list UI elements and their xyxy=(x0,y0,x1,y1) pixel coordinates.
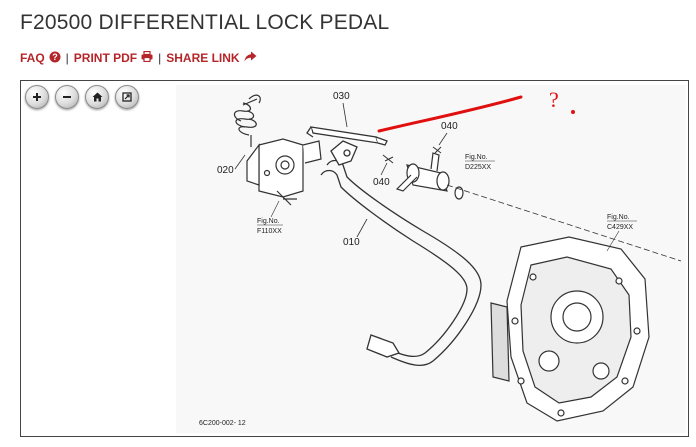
part-label-040-lower: 040 xyxy=(373,177,390,188)
zoom-controls xyxy=(25,85,139,109)
part-label-040-upper: 040 xyxy=(441,121,458,132)
printer-icon xyxy=(141,50,153,65)
zoom-in-button[interactable] xyxy=(25,85,49,109)
faq-link[interactable]: FAQ ? xyxy=(20,51,61,66)
bracket-plate xyxy=(246,138,322,206)
exploded-parts-diagram: 020 Fig.No. F110XX 030 040 040 xyxy=(199,87,682,427)
minus-icon xyxy=(63,96,71,98)
figref-f110-code: F110XX xyxy=(257,228,282,235)
figref-d225-code: D225XX xyxy=(465,164,491,171)
plus-icon xyxy=(33,93,41,101)
fullscreen-icon xyxy=(122,92,132,102)
annotation-question-mark: ? xyxy=(549,87,559,112)
transmission-case xyxy=(490,236,650,422)
part-label-030: 030 xyxy=(333,91,350,102)
zoom-out-button[interactable] xyxy=(55,85,79,109)
print-pdf-label: PRINT PDF xyxy=(73,51,138,65)
yoke-shaft-assembly xyxy=(395,152,682,262)
drawing-code: 6C200-002- 12 xyxy=(199,420,246,427)
share-link-label: SHARE LINK xyxy=(166,51,240,65)
rod-part-030 xyxy=(306,126,388,146)
part-label-010: 010 xyxy=(343,237,360,248)
spring-part-020 xyxy=(233,94,261,147)
print-pdf-link[interactable]: PRINT PDF xyxy=(73,50,153,65)
diagram-viewer[interactable]: 020 Fig.No. F110XX 030 040 040 xyxy=(20,80,689,437)
red-annotation: ? xyxy=(377,87,575,133)
fullscreen-button[interactable] xyxy=(115,85,139,109)
figref-d225-label: Fig.No. xyxy=(465,154,488,161)
home-icon xyxy=(92,92,102,102)
action-link-bar: FAQ ? | PRINT PDF | SHARE LINK xyxy=(20,50,257,66)
part-label-020: 020 xyxy=(217,165,234,176)
svg-text:?: ? xyxy=(52,52,58,62)
faq-label: FAQ xyxy=(20,51,45,65)
question-circle-icon: ? xyxy=(49,51,61,66)
pin-part-040-right xyxy=(432,146,442,154)
figref-c429-label: Fig.No. xyxy=(607,214,630,221)
figref-c429-code: C429XX xyxy=(607,224,633,231)
figref-f110-label: Fig.No. xyxy=(257,218,280,225)
link-separator: | xyxy=(65,51,69,65)
link-separator: | xyxy=(158,51,162,65)
share-arrow-icon xyxy=(244,51,257,65)
pedal-arm-part-010 xyxy=(320,140,482,367)
page-title: F20500 DIFFERENTIAL LOCK PEDAL xyxy=(20,11,390,34)
home-button[interactable] xyxy=(85,85,109,109)
pin-part-040-left xyxy=(382,154,394,164)
share-link[interactable]: SHARE LINK xyxy=(166,51,257,65)
